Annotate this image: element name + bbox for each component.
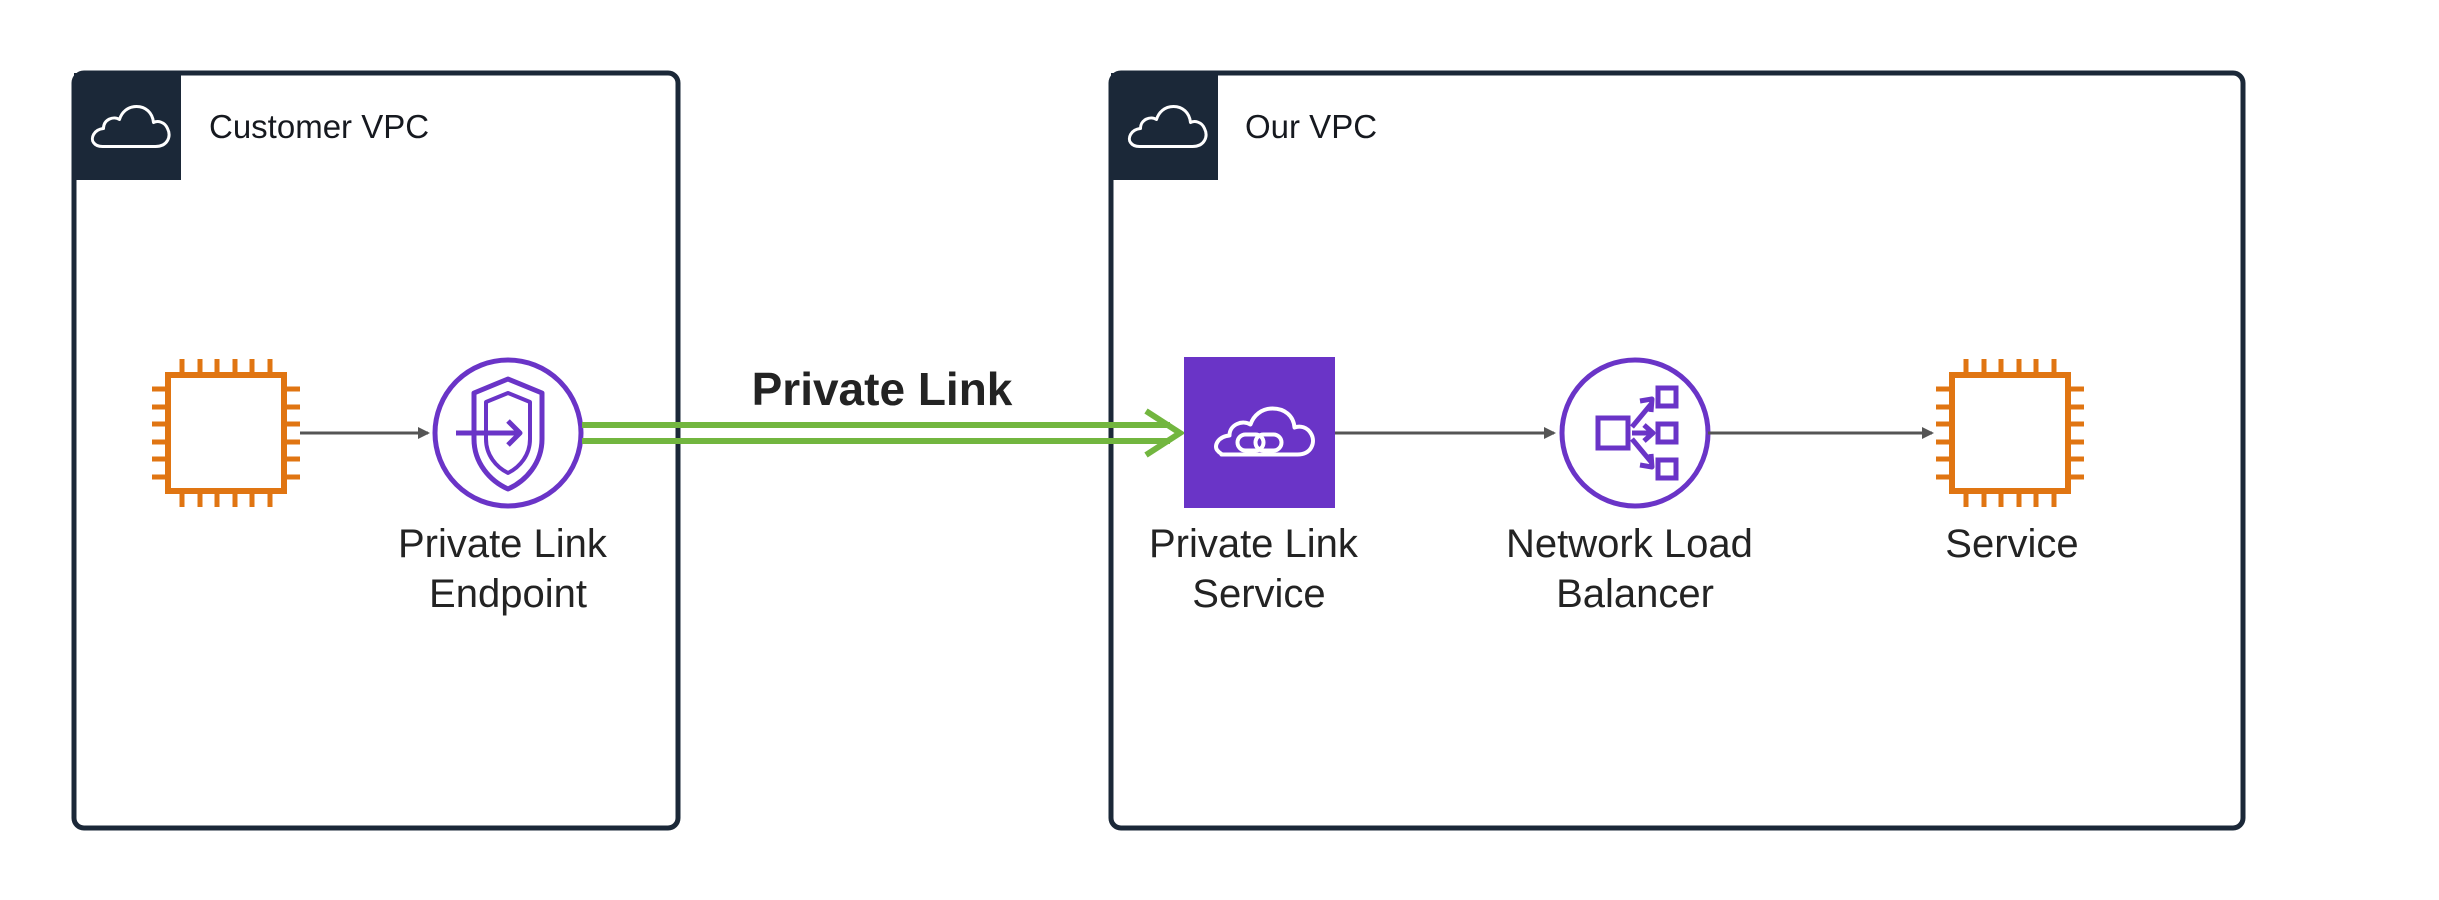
customer-vpc-header-badge xyxy=(74,73,181,180)
customer-vpc-group: Customer VPC xyxy=(71,70,681,831)
network-load-balancer-icon xyxy=(1559,357,1711,509)
nlb-label: Network Load Balancer xyxy=(1506,522,1764,616)
ec2-instance-icon xyxy=(1936,359,2084,507)
private-link-label: Private Link xyxy=(752,363,1013,415)
ec2-instance-icon xyxy=(152,359,300,507)
customer-vpc-title: Customer VPC xyxy=(209,108,429,145)
our-vpc-boundary xyxy=(1108,70,2246,831)
our-vpc-group: Our VPC xyxy=(1108,70,2246,831)
service-label: Service xyxy=(1945,522,2078,566)
endpoint-label: Private Link Endpoint xyxy=(398,522,618,616)
our-vpc-title: Our VPC xyxy=(1245,108,1377,145)
cloud-icon xyxy=(1127,105,1208,148)
customer-vpc-boundary xyxy=(71,70,681,831)
privatelink-endpoint-icon xyxy=(432,357,584,509)
privatelink-service-label: Private Link Service xyxy=(1149,522,1369,616)
privatelink-service-icon xyxy=(1184,357,1335,508)
private-link-connection xyxy=(582,408,1186,458)
our-vpc-header-badge xyxy=(1111,73,1218,180)
cloud-icon xyxy=(90,105,171,148)
